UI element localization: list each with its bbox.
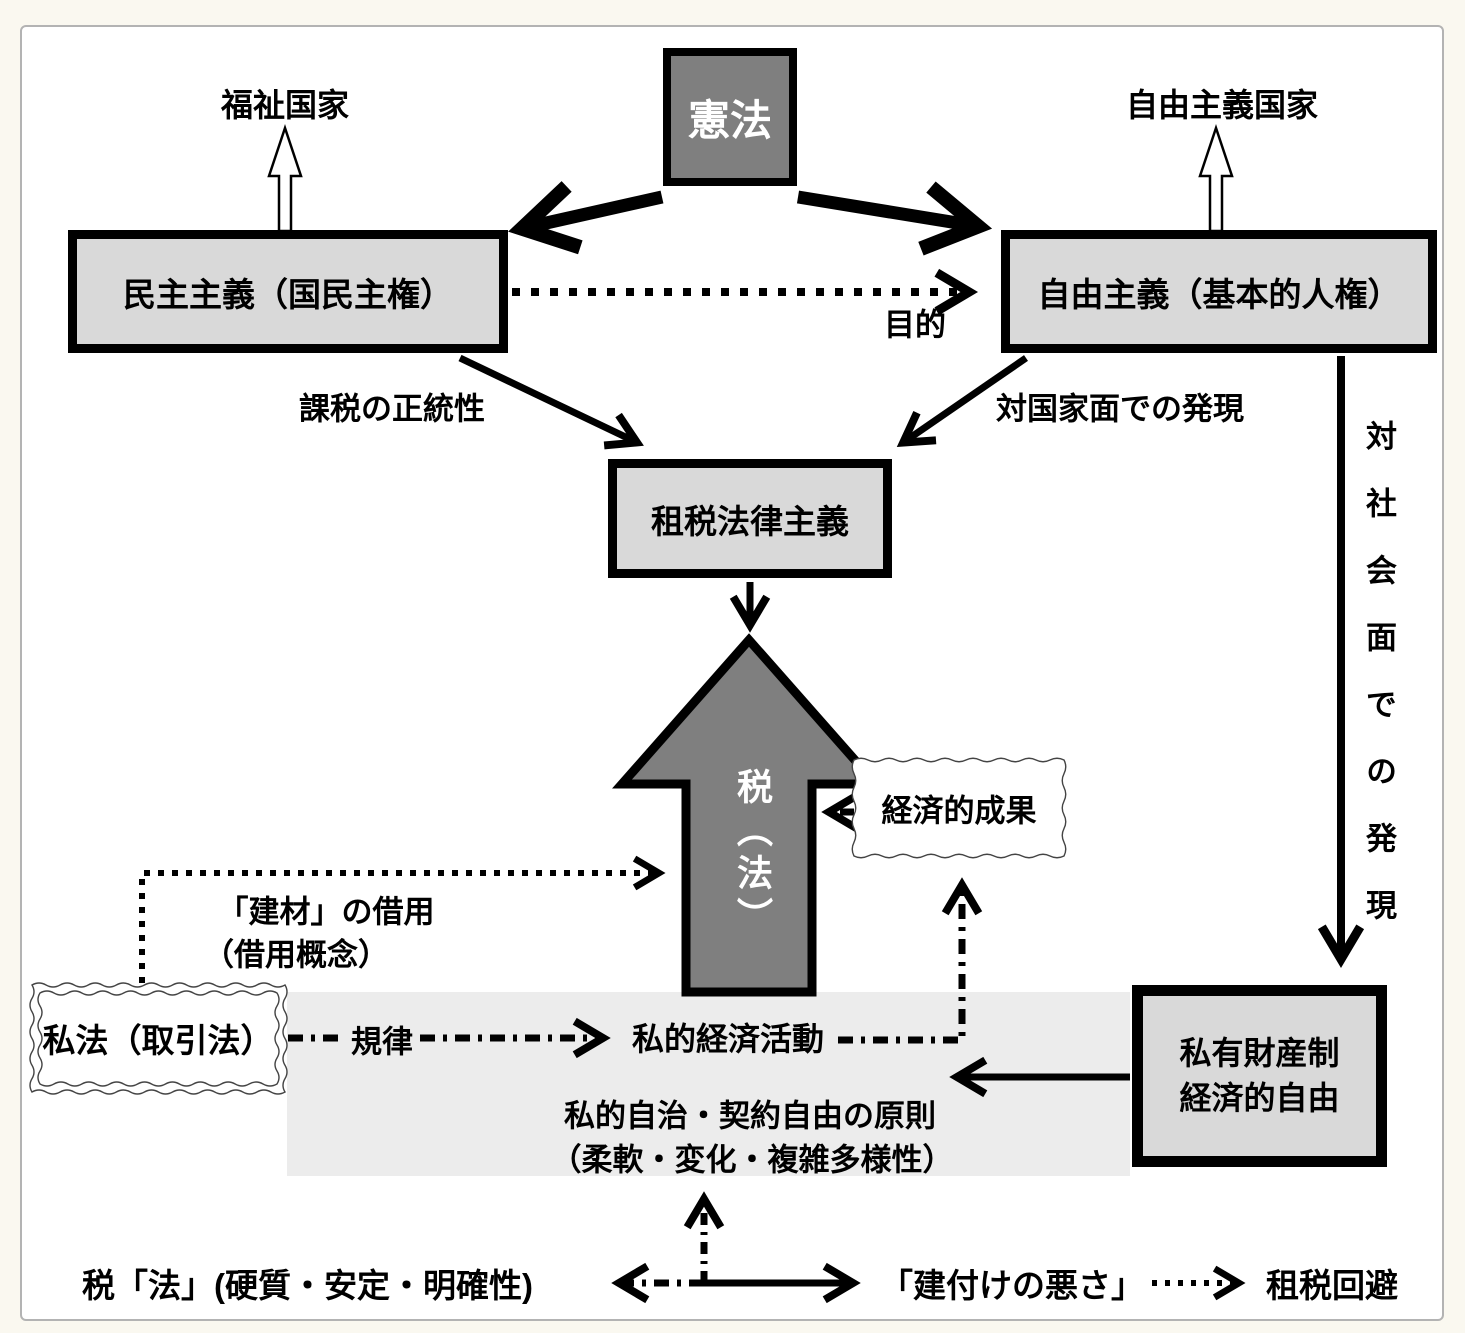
tax-legitimacy-label: 課税の正統性 [299,391,485,427]
liberal-state-label: 自由主義国家 [1125,87,1319,123]
tax-legalism-label: 租税法律主義 [651,502,849,540]
private-law-wavy-border-outer [29,982,288,1095]
constitution-to-liberalism-arrow [796,181,993,256]
poor-construction-label: 「建付けの悪さ」 [880,1267,1144,1304]
constitution-to-democracy-arrow [508,181,664,255]
borrowing-dotted-arrow [139,855,666,983]
democracy-label: 民主主義（国民主権） [123,275,453,313]
state-manifestation-label: 対国家面での発現 [996,391,1244,427]
democracy-to-tax-legalism-arrow [458,354,644,450]
constitution-label: 憲法 [687,96,772,144]
private-economic-activity-label: 私的経済活動 [632,1021,825,1057]
liberalism-label: 自由主義（基本的人権） [1037,275,1401,313]
private-property-line1: 私有財産制 [1179,1034,1340,1071]
liberalism-box: 自由主義（基本的人権） [1001,230,1437,353]
private-property-line2: 経済的自由 [1179,1080,1340,1116]
private-law-wavy-border-inner [37,990,280,1087]
private-property-box: 私有財産制 経済的自由 [1132,985,1387,1167]
tax-law-rigid-label: 税「法」(硬質・安定・明確性) [82,1267,533,1304]
discipline-label: 規律 [351,1024,413,1060]
democracy-box: 民主主義（国民主権） [68,230,508,353]
economic-results-wavy-border [851,757,1067,859]
liberalism-to-tax-legalism-arrow [896,355,1028,447]
welfare-state-label: 福祉国家 [220,87,350,123]
society-manifestation-label: 対社会面での発現 [1361,420,1396,956]
tax-legalism-box: 租税法律主義 [608,459,892,578]
welfare-state-hollow-arrow-icon [267,124,303,233]
activity-to-results-arrow [838,877,983,1044]
purpose-label: 目的 [884,307,946,343]
private-law-band [287,992,1130,1176]
constitution-box: 憲法 [663,48,797,186]
liberal-state-hollow-arrow-icon [1198,124,1234,233]
tax-avoidance-label: 租税回避 [1266,1267,1398,1304]
private-autonomy-label-line1: 私的自治・契約自由の原則 [564,1098,936,1134]
economic-results-label: 経済的成果 [881,793,1037,829]
borrowing-label-line1: 「建材」の借用 [217,894,435,930]
borrowing-label-line2: （借用概念） [203,937,389,973]
private-autonomy-label-line2: （柔軟・変化・複雑多様性） [550,1142,954,1178]
private-law-label: 私法（取引法） [42,1022,274,1059]
tax-law-arrow-label: 税（法） [732,768,773,940]
